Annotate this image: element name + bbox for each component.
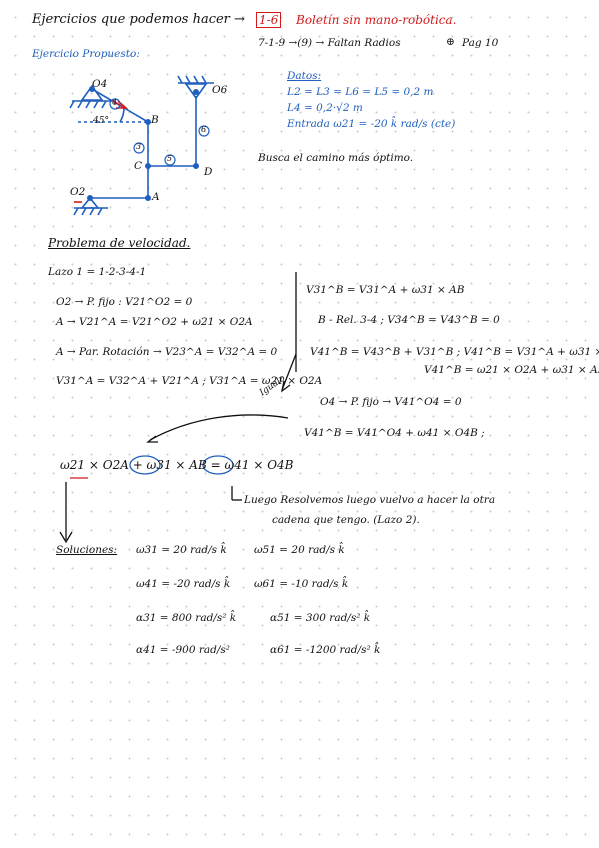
- datos-line-2: L4 = 0,2·√2 m: [287, 102, 363, 114]
- exercise-label: Ejercicio Propuesto:: [32, 48, 140, 60]
- link-5-label: 5: [167, 154, 173, 163]
- right-eq-3: V41^B = V43^B + V31^B ; V41^B = V31^A + …: [310, 346, 599, 358]
- note-line-1: Luego Resolvemos luego vuelvo a hacer la…: [244, 494, 496, 506]
- point-o2: O2: [70, 186, 86, 198]
- point-b: B: [151, 114, 159, 126]
- datos-title: Datos:: [287, 70, 322, 82]
- solution-a61: α61 = -1200 rad/s² k̂: [270, 644, 381, 656]
- left-eq-2: A → V21^A = V21^O2 + ω21 × O2A: [56, 316, 253, 328]
- link-4-label: 4: [112, 98, 118, 107]
- right-eq-5: O4 → P. fijo → V41^O4 = 0: [320, 396, 462, 408]
- point-o4: O4: [92, 78, 108, 90]
- solution-a31: α31 = 800 rad/s² k̂: [136, 612, 237, 624]
- solution-w51: ω51 = 20 rad/s k̂: [254, 544, 345, 556]
- problem-title: Problema de velocidad.: [48, 236, 191, 250]
- link-6-label: 6: [201, 125, 207, 134]
- solution-w31: ω31 = 20 rad/s k̂: [136, 544, 227, 556]
- left-eq-4: V31^A = V32^A + V21^A ; V31^A = ω21 × O2…: [56, 375, 323, 387]
- header-sub: 7-1-9 →(9) → Faltan Radios: [258, 37, 401, 49]
- solution-a41: α41 = -900 rad/s²: [136, 644, 230, 656]
- solution-w41: ω41 = -20 rad/s k̂: [136, 578, 231, 590]
- point-d: D: [204, 166, 213, 178]
- header-sub-tail: Pag 10: [462, 37, 499, 49]
- optimal-path-note: Busca el camino más óptimo.: [258, 152, 414, 164]
- point-o6: O6: [212, 84, 228, 96]
- solution-a51: α51 = 300 rad/s² k̂: [270, 612, 371, 624]
- ground-support-o4: [80, 84, 104, 101]
- ground-support-o6: [184, 83, 208, 100]
- point-a: A: [152, 191, 160, 203]
- right-eq-6: V41^B = V41^O4 + ω41 × O4B ;: [304, 427, 485, 439]
- header-boletin: Boletín sin mano-robótica.: [296, 13, 457, 27]
- angle-label: 45°: [93, 116, 109, 126]
- equality-equation: ω21 × O2A + ω31 × AB = ω41 × O4B: [60, 458, 294, 472]
- header-bullet: ⊕: [446, 36, 455, 48]
- lazo-1: Lazo 1 = 1-2-3-4-1: [48, 266, 147, 278]
- solution-w61: ω61 = -10 rad/s k̂: [254, 578, 349, 590]
- note-line-2: cadena que tengo. (Lazo 2).: [272, 514, 420, 526]
- link-3-label: 3: [136, 142, 142, 151]
- right-eq-2: B - Rel. 3-4 ; V34^B = V43^B = 0: [318, 314, 500, 326]
- header-title: Ejercicios que podemos hacer →: [32, 12, 245, 27]
- header-ref-box: 1-6: [256, 12, 282, 28]
- left-eq-1: O2 → P. fijo : V21^O2 = 0: [56, 296, 193, 308]
- datos-line-1: L2 = L3 = L6 = L5 = 0,2 m: [287, 86, 434, 98]
- datos-line-3: Entrada ω21 = -20 k̂ rad/s (cte): [287, 118, 456, 130]
- right-eq-4: V41^B = ω21 × O2A + ω31 × AB: [424, 364, 599, 376]
- solutions-label: Soluciones:: [56, 544, 118, 556]
- point-c: C: [134, 160, 143, 172]
- right-eq-1: V31^B = V31^A + ω31 × AB: [306, 284, 465, 296]
- left-eq-3: A → Par. Rotación → V23^A = V32^A = 0: [56, 346, 278, 358]
